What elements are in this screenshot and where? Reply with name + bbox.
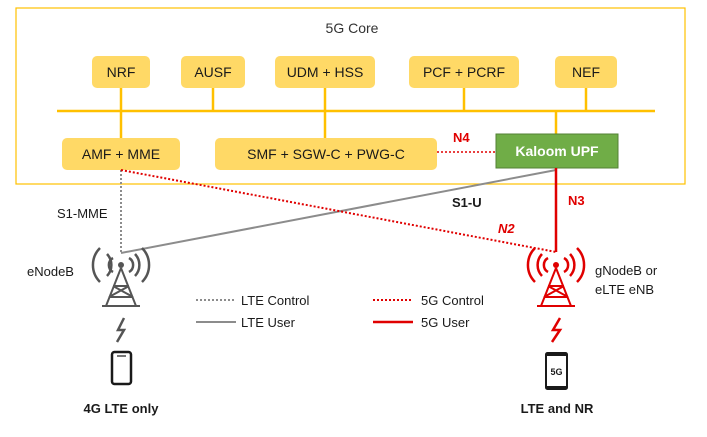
s1-mme-label: S1-MME [57,206,108,221]
legend: LTE Control LTE User 5G Control 5G User [196,293,484,330]
nf-amf-label: AMF + MME [82,146,160,162]
nf-nrf: NRF [92,56,150,88]
enodeb-label: eNodeB [27,264,74,279]
gnodeb-label-line1: gNodeB or [595,263,658,278]
core-title: 5G Core [326,20,379,36]
gnodeb-tower-icon [526,247,586,307]
nf-amf-mme: AMF + MME [62,138,180,170]
nf-ausf-label: AUSF [194,64,231,80]
device-4g-label: 4G LTE only [84,401,160,416]
nf-udm-label: UDM + HSS [287,64,364,80]
enodeb-tower-icon [91,247,151,307]
nf-smf-label: SMF + SGW-C + PWG-C [247,146,405,162]
n2-label: N2 [498,221,515,236]
legend-lte-control-label: LTE Control [241,293,310,308]
legend-5g-control-label: 5G Control [421,293,484,308]
device-5g-label: LTE and NR [521,401,594,416]
n4-label: N4 [453,130,470,145]
nf-pcf-label: PCF + PCRF [423,64,505,80]
lte-radio-link-icon [115,317,127,343]
kaloom-upf: Kaloom UPF [495,133,619,169]
n3-label: N3 [568,193,585,208]
5g-radio-link-icon [550,317,563,343]
4g-phone-icon [110,350,133,386]
nf-nef-label: NEF [572,64,600,80]
5g-phone-badge: 5G [550,367,562,377]
s1-u-label: S1-U [452,195,482,210]
nf-ausf: AUSF [181,56,245,88]
nf-nef: NEF [555,56,617,88]
n2-link [120,169,557,253]
gnodeb-label-line2: eLTE eNB [595,282,654,297]
upf-label: Kaloom UPF [515,143,599,159]
5g-phone-icon: 5G [545,352,568,390]
nf-nrf-label: NRF [107,64,136,80]
nf-smf: SMF + SGW-C + PWG-C [215,138,437,170]
nf-udm-hss: UDM + HSS [275,56,375,88]
legend-lte-user-label: LTE User [241,315,296,330]
legend-5g-user-label: 5G User [421,315,470,330]
nf-pcf-pcrf: PCF + PCRF [409,56,519,88]
